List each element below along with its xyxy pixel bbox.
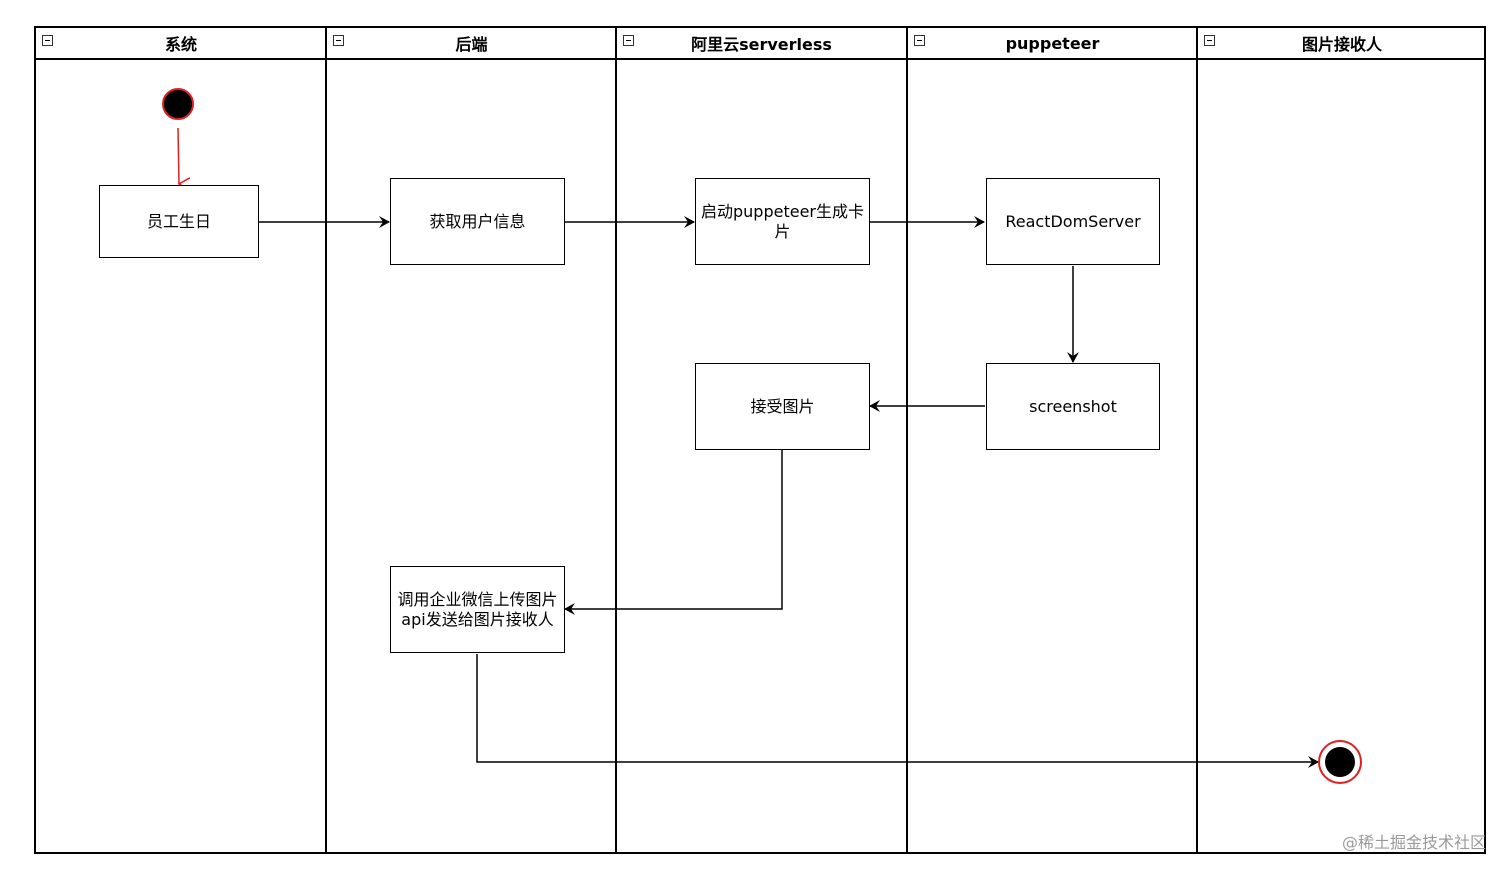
node-label: ReactDomServer bbox=[1005, 211, 1141, 231]
lane-header-aliyun-serverless: 阿里云serverless bbox=[617, 28, 906, 60]
lane-header-backend: 后端 bbox=[327, 28, 616, 60]
end-node[interactable] bbox=[1318, 740, 1362, 784]
node-label: 调用企业微信上传图片api发送给图片接收人 bbox=[397, 589, 558, 629]
node-label: 员工生日 bbox=[146, 211, 211, 231]
node-label: 获取用户信息 bbox=[429, 211, 526, 231]
lane-title: 系统 bbox=[164, 35, 197, 54]
node-employee-birthday[interactable]: 员工生日 bbox=[99, 185, 259, 258]
node-wecom-upload[interactable]: 调用企业微信上传图片api发送给图片接收人 bbox=[390, 566, 565, 653]
swimlane-pool: 系统 后端 阿里云serverless puppeteer 图片接收人 bbox=[34, 26, 1486, 854]
lane-header-image-receiver: 图片接收人 bbox=[1198, 28, 1486, 60]
start-node[interactable] bbox=[162, 88, 194, 120]
watermark: @稀土掘金技术社区 bbox=[1341, 833, 1486, 852]
node-label: 接受图片 bbox=[750, 396, 815, 416]
lane-title: 阿里云serverless bbox=[691, 35, 832, 54]
lane-title: 后端 bbox=[455, 35, 488, 54]
node-screenshot[interactable]: screenshot bbox=[986, 363, 1160, 450]
lane-header-puppeteer: puppeteer bbox=[908, 28, 1197, 60]
lane-puppeteer: puppeteer bbox=[906, 28, 1197, 852]
lane-backend: 后端 bbox=[325, 28, 616, 852]
node-get-user-info[interactable]: 获取用户信息 bbox=[390, 178, 565, 265]
collapse-icon[interactable] bbox=[42, 35, 53, 46]
node-react-dom-server[interactable]: ReactDomServer bbox=[986, 178, 1160, 265]
lane-title: 图片接收人 bbox=[1301, 35, 1382, 54]
node-label: 启动puppeteer生成卡片 bbox=[701, 201, 864, 241]
lane-system: 系统 bbox=[36, 28, 326, 852]
collapse-icon[interactable] bbox=[623, 35, 634, 46]
node-label: screenshot bbox=[1029, 396, 1117, 416]
node-receive-image[interactable]: 接受图片 bbox=[695, 363, 870, 450]
lane-image-receiver: 图片接收人 bbox=[1196, 28, 1486, 852]
lane-title: puppeteer bbox=[1005, 33, 1100, 53]
collapse-icon[interactable] bbox=[333, 35, 344, 46]
lane-aliyun-serverless: 阿里云serverless bbox=[615, 28, 906, 852]
collapse-icon[interactable] bbox=[1204, 35, 1215, 46]
lane-header-system: 系统 bbox=[36, 28, 326, 60]
node-launch-puppeteer[interactable]: 启动puppeteer生成卡片 bbox=[695, 178, 870, 265]
collapse-icon[interactable] bbox=[914, 35, 925, 46]
